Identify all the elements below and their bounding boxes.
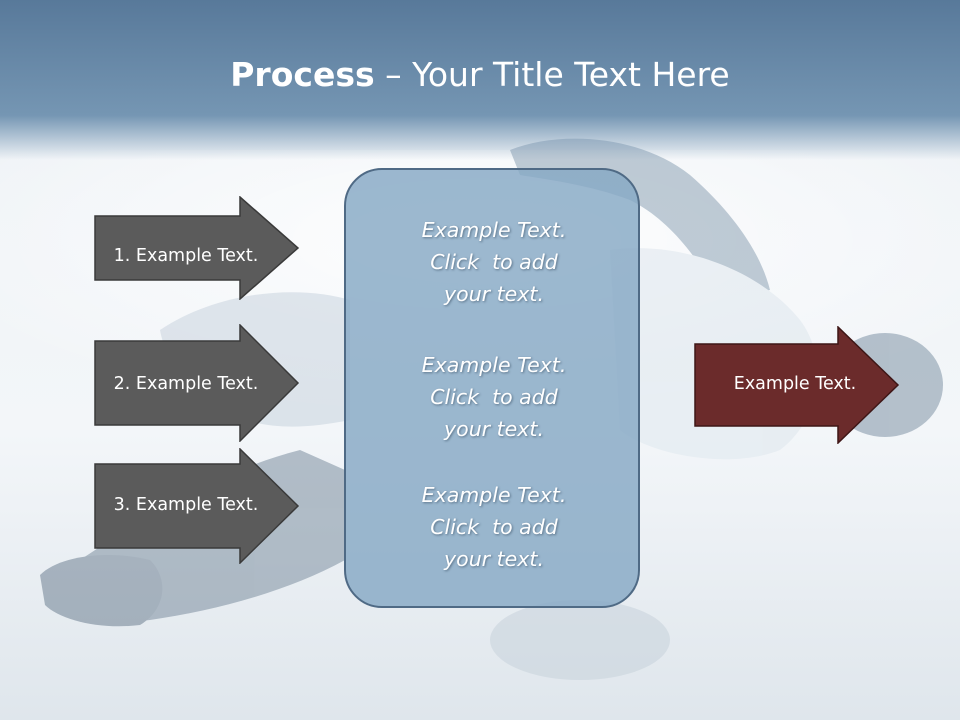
block-2-line-1: Example Text. xyxy=(421,353,567,377)
block-2-line-2: Click to add xyxy=(430,385,558,409)
arrow-2-label: 2. Example Text. xyxy=(113,374,259,394)
block-1-line-3: your text. xyxy=(444,282,544,306)
arrow-3[interactable] xyxy=(94,448,300,564)
title-bold: Process xyxy=(230,55,375,94)
arrow-output[interactable] xyxy=(694,326,900,444)
block-3-line-1: Example Text. xyxy=(421,483,567,507)
title-rest: – Your Title Text Here xyxy=(374,55,730,94)
arrow-output-label: Example Text. xyxy=(733,374,857,394)
arrow-3-label: 3. Example Text. xyxy=(113,495,259,515)
block-3-line-3: your text. xyxy=(444,547,544,571)
panel-text-block-1[interactable]: Example Text. Click to add your text. xyxy=(346,214,642,310)
block-1-line-2: Click to add xyxy=(430,250,558,274)
arrow-2[interactable] xyxy=(94,324,300,442)
arrow-1[interactable] xyxy=(94,196,300,300)
block-2-line-3: your text. xyxy=(444,417,544,441)
center-panel[interactable]: Example Text. Click to add your text. Ex… xyxy=(344,168,640,608)
panel-text-block-3[interactable]: Example Text. Click to add your text. xyxy=(346,479,642,575)
arrow-1-label: 1. Example Text. xyxy=(113,246,259,266)
panel-text-block-2[interactable]: Example Text. Click to add your text. xyxy=(346,349,642,445)
block-3-line-2: Click to add xyxy=(430,515,558,539)
slide-title: Process – Your Title Text Here xyxy=(0,52,960,98)
block-1-line-1: Example Text. xyxy=(421,218,567,242)
